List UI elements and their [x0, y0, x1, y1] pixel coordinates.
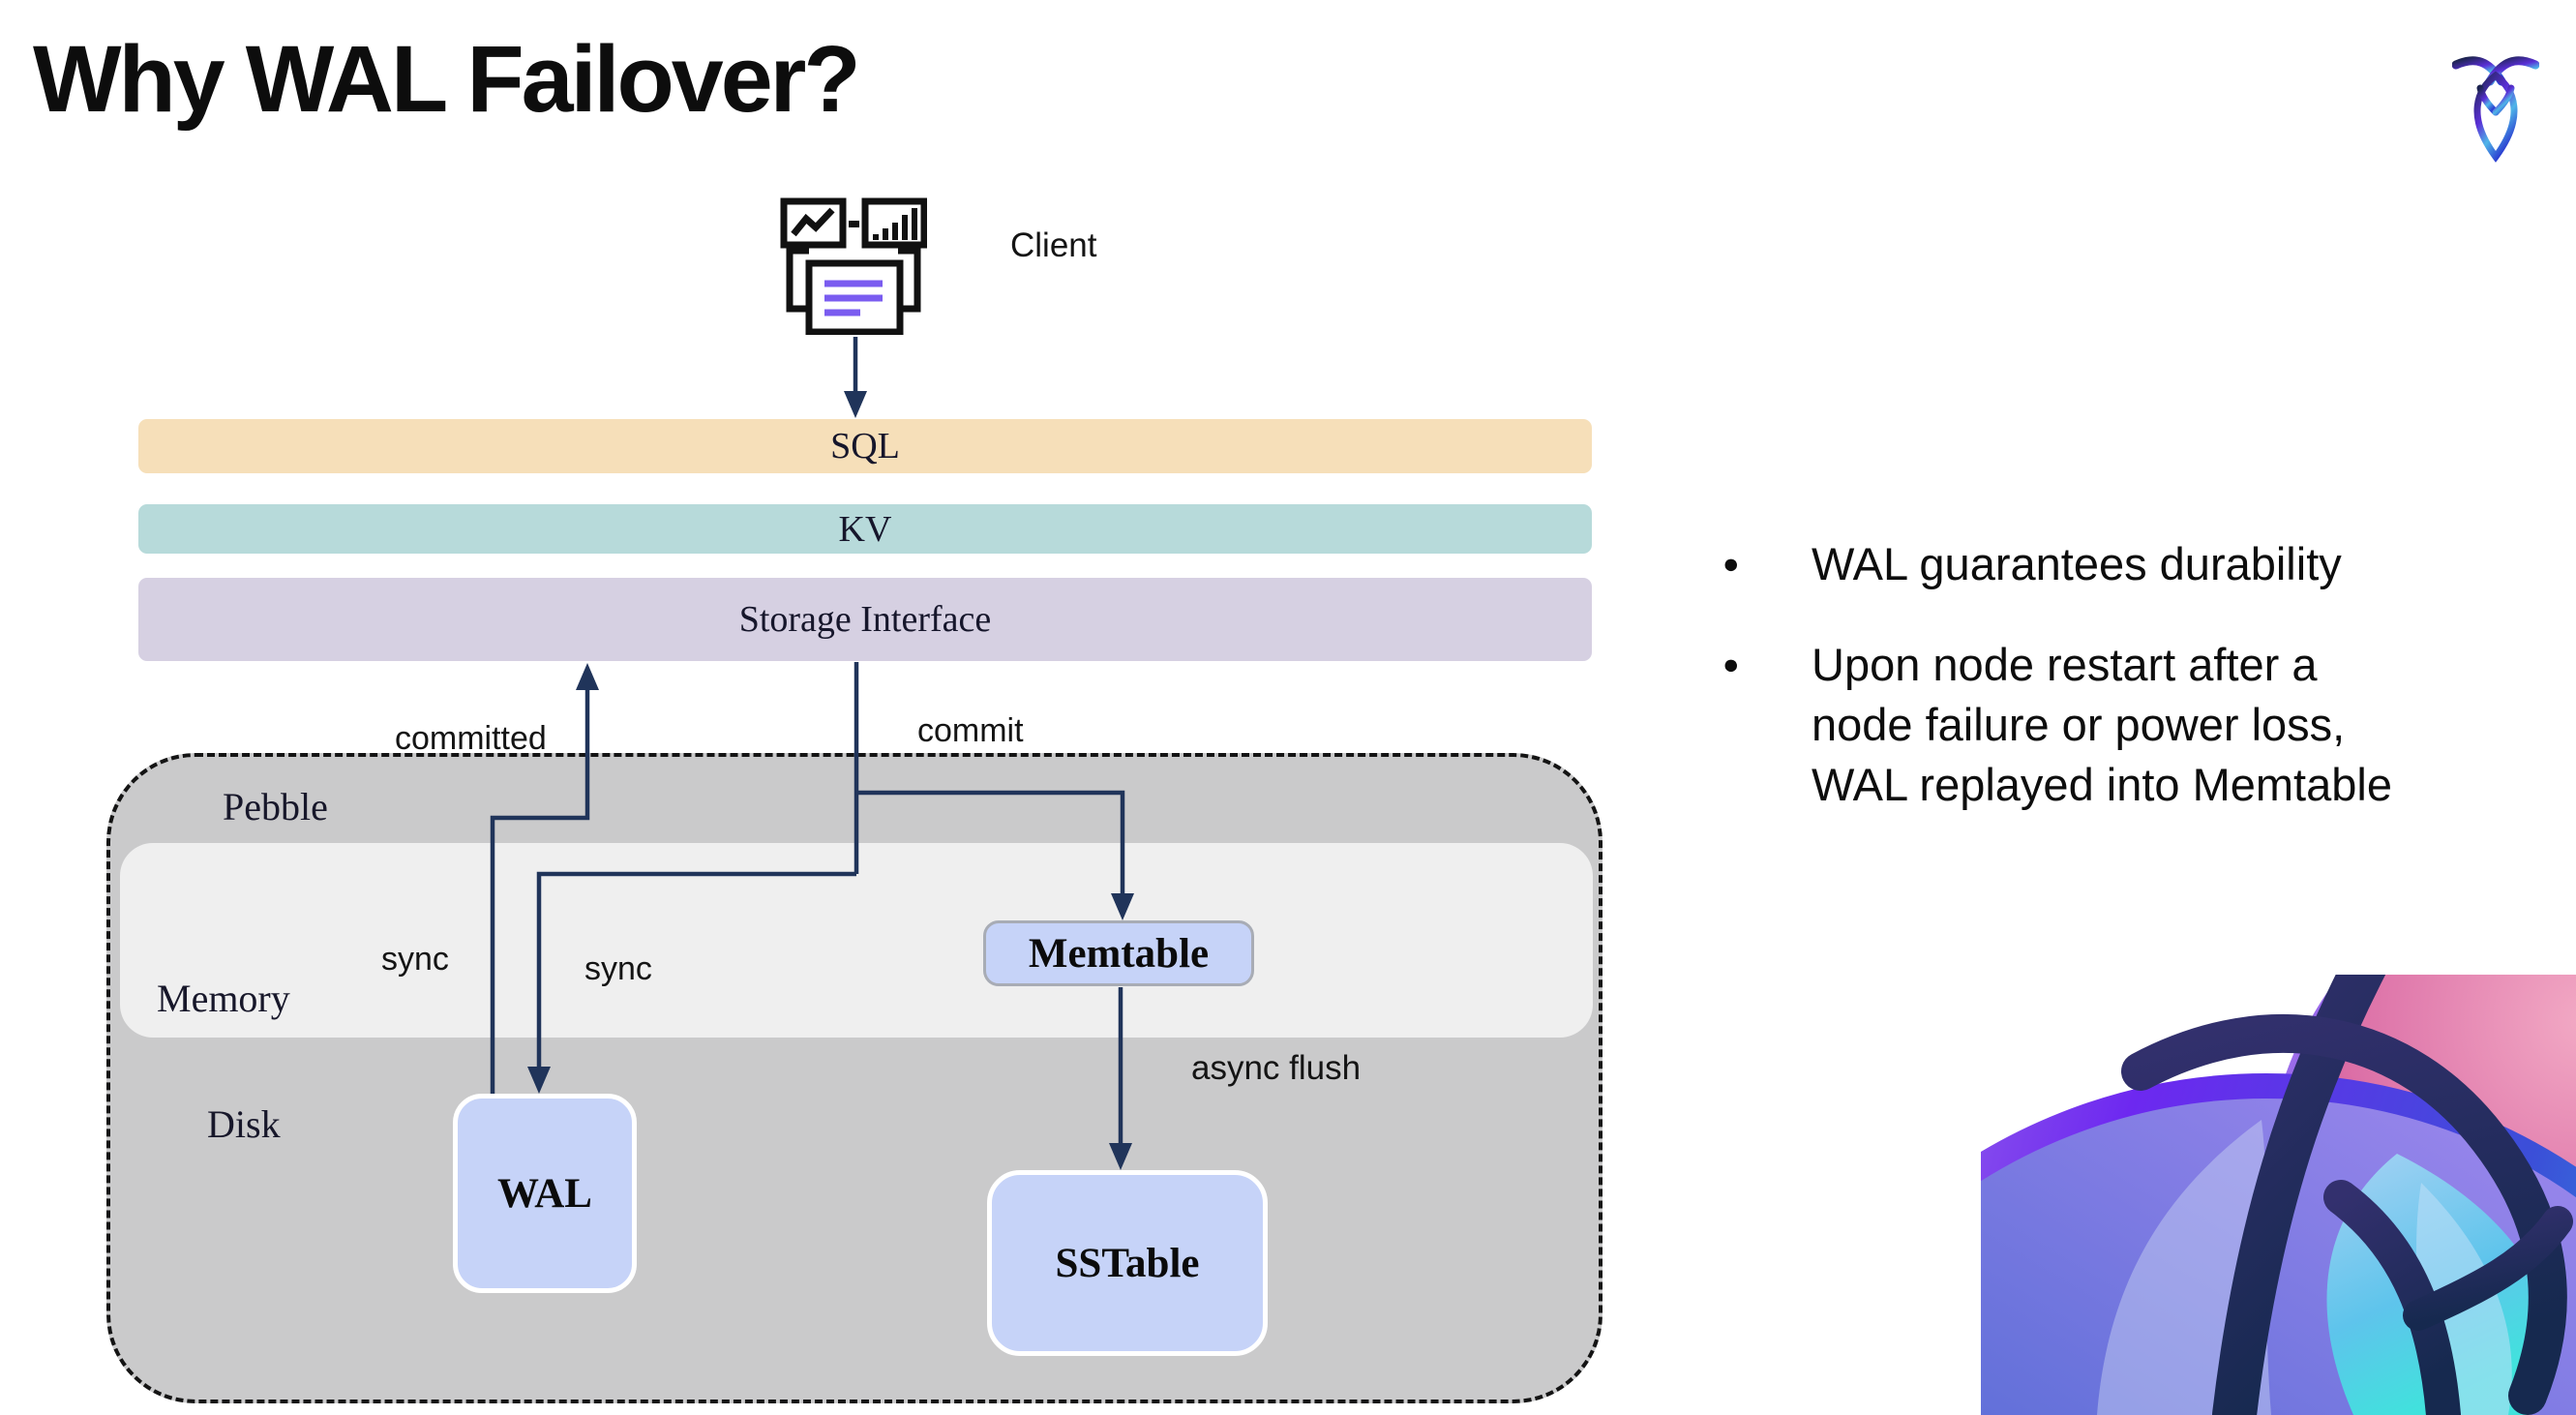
cockroachdb-logo-icon — [2452, 56, 2539, 163]
disk-label: Disk — [207, 1102, 281, 1146]
layer-kv: KV — [138, 504, 1592, 554]
wal-box-label: WAL — [497, 1170, 592, 1217]
list-item: ● Upon node restart after a node failure… — [1722, 635, 2574, 815]
bullet-list: ● WAL guarantees durability ● Upon node … — [1722, 534, 2574, 856]
commit-arrow-label: commit — [917, 712, 1024, 749]
async-flush-arrow-label: async flush — [1191, 1049, 1362, 1087]
wal-box: WAL — [453, 1094, 637, 1293]
brand-corner-art — [1981, 975, 2576, 1415]
sstable-box-label: SSTable — [1055, 1240, 1200, 1286]
client-monitor-icon — [780, 197, 927, 335]
bullet-dot-icon: ● — [1722, 649, 1740, 680]
memory-label: Memory — [157, 977, 290, 1020]
memory-band — [120, 843, 1593, 1038]
sstable-box: SSTable — [987, 1170, 1268, 1356]
list-item: ● WAL guarantees durability — [1722, 534, 2574, 594]
memtable-box-label: Memtable — [1028, 930, 1210, 977]
layer-sql-label: SQL — [830, 426, 900, 467]
committed-arrow-label: committed — [395, 720, 547, 757]
bullet-dot-icon: ● — [1722, 549, 1740, 580]
memtable-box: Memtable — [983, 920, 1254, 986]
page-title: Why WAL Failover? — [33, 26, 861, 132]
layer-storage-interface: Storage Interface — [138, 578, 1592, 661]
pebble-label: Pebble — [223, 785, 328, 828]
layer-storage-label: Storage Interface — [738, 599, 992, 640]
client-label: Client — [1010, 226, 1097, 264]
sync-arrow-label-right: sync — [584, 950, 652, 987]
layer-sql: SQL — [138, 419, 1592, 473]
bullet-text: WAL guarantees durability — [1812, 538, 2342, 589]
sync-arrow-label-left: sync — [381, 941, 449, 978]
layer-kv-label: KV — [838, 508, 892, 550]
bullet-text: Upon node restart after a node failure o… — [1812, 639, 2392, 810]
